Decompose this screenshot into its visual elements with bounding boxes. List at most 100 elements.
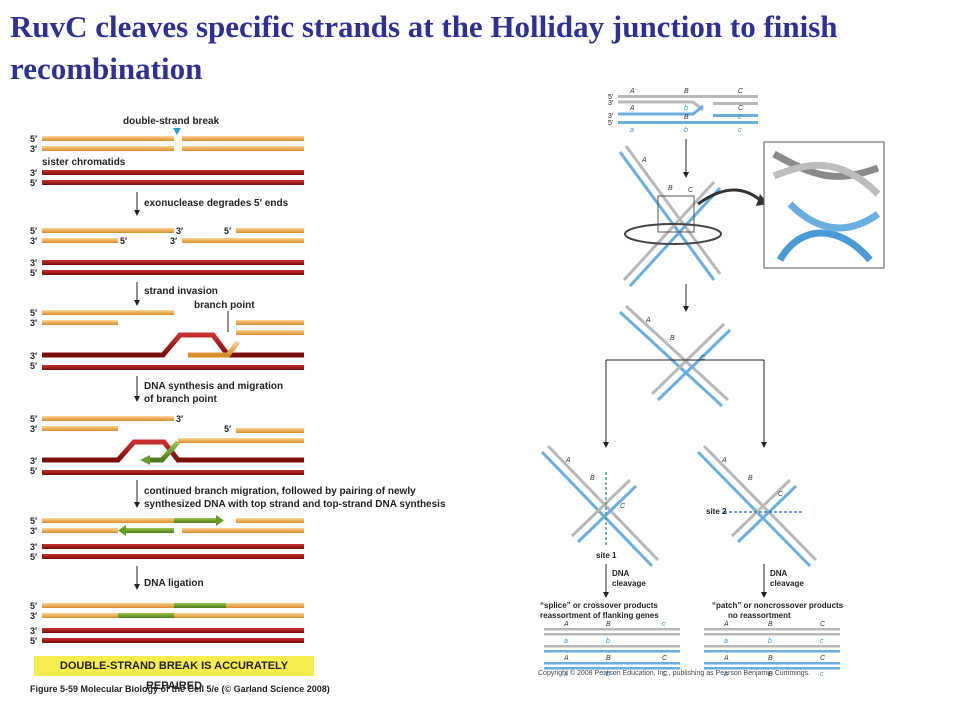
strand-orange <box>42 416 174 421</box>
strand-gray <box>704 645 840 648</box>
locus-label: a <box>724 671 728 678</box>
label-continued-1: continued branch migration, followed by … <box>144 486 416 497</box>
locus-label: C <box>700 355 706 362</box>
locus-label: b <box>684 127 688 134</box>
zoom-box <box>657 195 695 233</box>
locus-label: C <box>738 88 744 95</box>
end-label: 3′ <box>30 168 37 178</box>
strand-orange <box>182 136 304 141</box>
arrow-head-icon <box>683 172 689 178</box>
locus-label: A <box>563 655 569 662</box>
helix-blue <box>787 201 881 232</box>
locus-label: A <box>565 457 571 464</box>
strand-orange <box>236 320 304 325</box>
end-label: 3′ <box>30 258 37 268</box>
end-label: 5′ <box>30 226 37 236</box>
helix-blue <box>776 229 873 263</box>
end-label: 5′ <box>30 361 37 371</box>
end-label: 5′ <box>30 516 37 526</box>
label-double-strand-break: double-strand break <box>123 116 220 127</box>
locus-label: B <box>606 655 611 662</box>
label-exonuclease: exonuclease degrades 5′ ends <box>144 198 289 209</box>
strand-orange <box>236 518 304 523</box>
end-label: 5′ <box>30 552 37 562</box>
arrow-head-icon <box>761 442 767 448</box>
strand-red-looped <box>42 332 304 358</box>
strand-green-new <box>118 613 174 618</box>
splice-title-2: reassortment of flanking genes <box>540 611 659 620</box>
strand-blue <box>544 650 680 653</box>
locus-label: B <box>684 88 689 95</box>
end-label: 3′ <box>608 113 614 120</box>
end-label: 3′ <box>30 456 37 466</box>
arrow-head-icon <box>603 592 609 598</box>
locus-label: A <box>645 317 651 324</box>
ruvc-ring <box>624 223 722 245</box>
locus-label: A <box>641 157 647 164</box>
arrow-head-icon <box>134 584 140 590</box>
strand-orange <box>42 228 174 233</box>
locus-label: B <box>768 671 773 678</box>
locus-label: C <box>662 671 668 678</box>
strand-orange <box>42 238 118 243</box>
arrow-head-icon <box>683 306 689 312</box>
strand-orange <box>42 136 174 141</box>
locus-label: c <box>738 127 742 134</box>
strand-gray <box>713 102 758 105</box>
strand-orange <box>226 603 304 608</box>
strand-blue <box>736 484 798 544</box>
locus-label: C <box>662 655 668 662</box>
site-2-label: site 2 <box>706 507 727 516</box>
locus-label: B <box>748 475 753 482</box>
break-marker-icon <box>173 128 181 135</box>
label-synthesis-1: DNA synthesis and migration <box>144 381 283 392</box>
strand-blue <box>618 151 716 281</box>
locus-label: A <box>629 105 635 112</box>
strand-blue <box>618 121 758 124</box>
strand-blue <box>696 450 812 568</box>
end-label: 5′ <box>30 636 37 646</box>
strand-red <box>42 470 304 475</box>
end-label: 3′ <box>30 236 37 246</box>
locus-label: C <box>620 503 626 510</box>
strand-red <box>42 554 304 559</box>
strand-red <box>42 628 304 633</box>
end-label: 3′ <box>30 611 37 621</box>
strand-blue <box>576 484 638 544</box>
label-continued-2: synthesized DNA with top strand and top-… <box>144 499 446 510</box>
end-label: 5′ <box>120 236 127 246</box>
locus-label: A <box>563 621 569 628</box>
label-ligation: DNA ligation <box>144 578 204 589</box>
end-label: 5′ <box>30 466 37 476</box>
locus-label: B <box>768 621 773 628</box>
strand-orange <box>182 146 304 151</box>
strand-orange <box>174 613 304 618</box>
dsb-repair-figure: double-strand break 5′ 3′ sister chromat… <box>28 110 498 700</box>
synthesis-arrow-icon <box>140 455 150 465</box>
locus-label: A <box>629 88 635 95</box>
strand-gray <box>618 95 758 98</box>
strand-red <box>42 260 304 265</box>
arrow-head-icon <box>134 210 140 216</box>
end-label: 5′ <box>30 268 37 278</box>
end-label: 5′ <box>224 424 231 434</box>
locus-label: C <box>820 655 826 662</box>
end-label: 5′ <box>30 134 37 144</box>
end-label: 5′ <box>224 226 231 236</box>
strand-red <box>42 365 304 370</box>
end-label: 3′ <box>30 542 37 552</box>
locus-label: C <box>688 187 694 194</box>
end-label: 5′ <box>30 308 37 318</box>
holliday-junction-figure: A B C 5′ 3′ A b C B c 3′ 5′ a b c A B C … <box>528 84 900 684</box>
end-label: 3′ <box>30 626 37 636</box>
locus-label: c <box>820 638 824 645</box>
strand-green-new <box>150 440 180 463</box>
arrow-head-icon <box>134 502 140 508</box>
locus-label: c <box>820 671 824 678</box>
strand-orange <box>236 228 304 233</box>
end-label: 5′ <box>30 414 37 424</box>
strand-gray <box>650 322 726 396</box>
strand-orange <box>178 438 304 443</box>
dsb-repair-diagram: double-strand break 5′ 3′ sister chromat… <box>30 116 446 646</box>
figure-caption: Figure 5-59 Molecular Biology of the Cel… <box>30 684 330 694</box>
